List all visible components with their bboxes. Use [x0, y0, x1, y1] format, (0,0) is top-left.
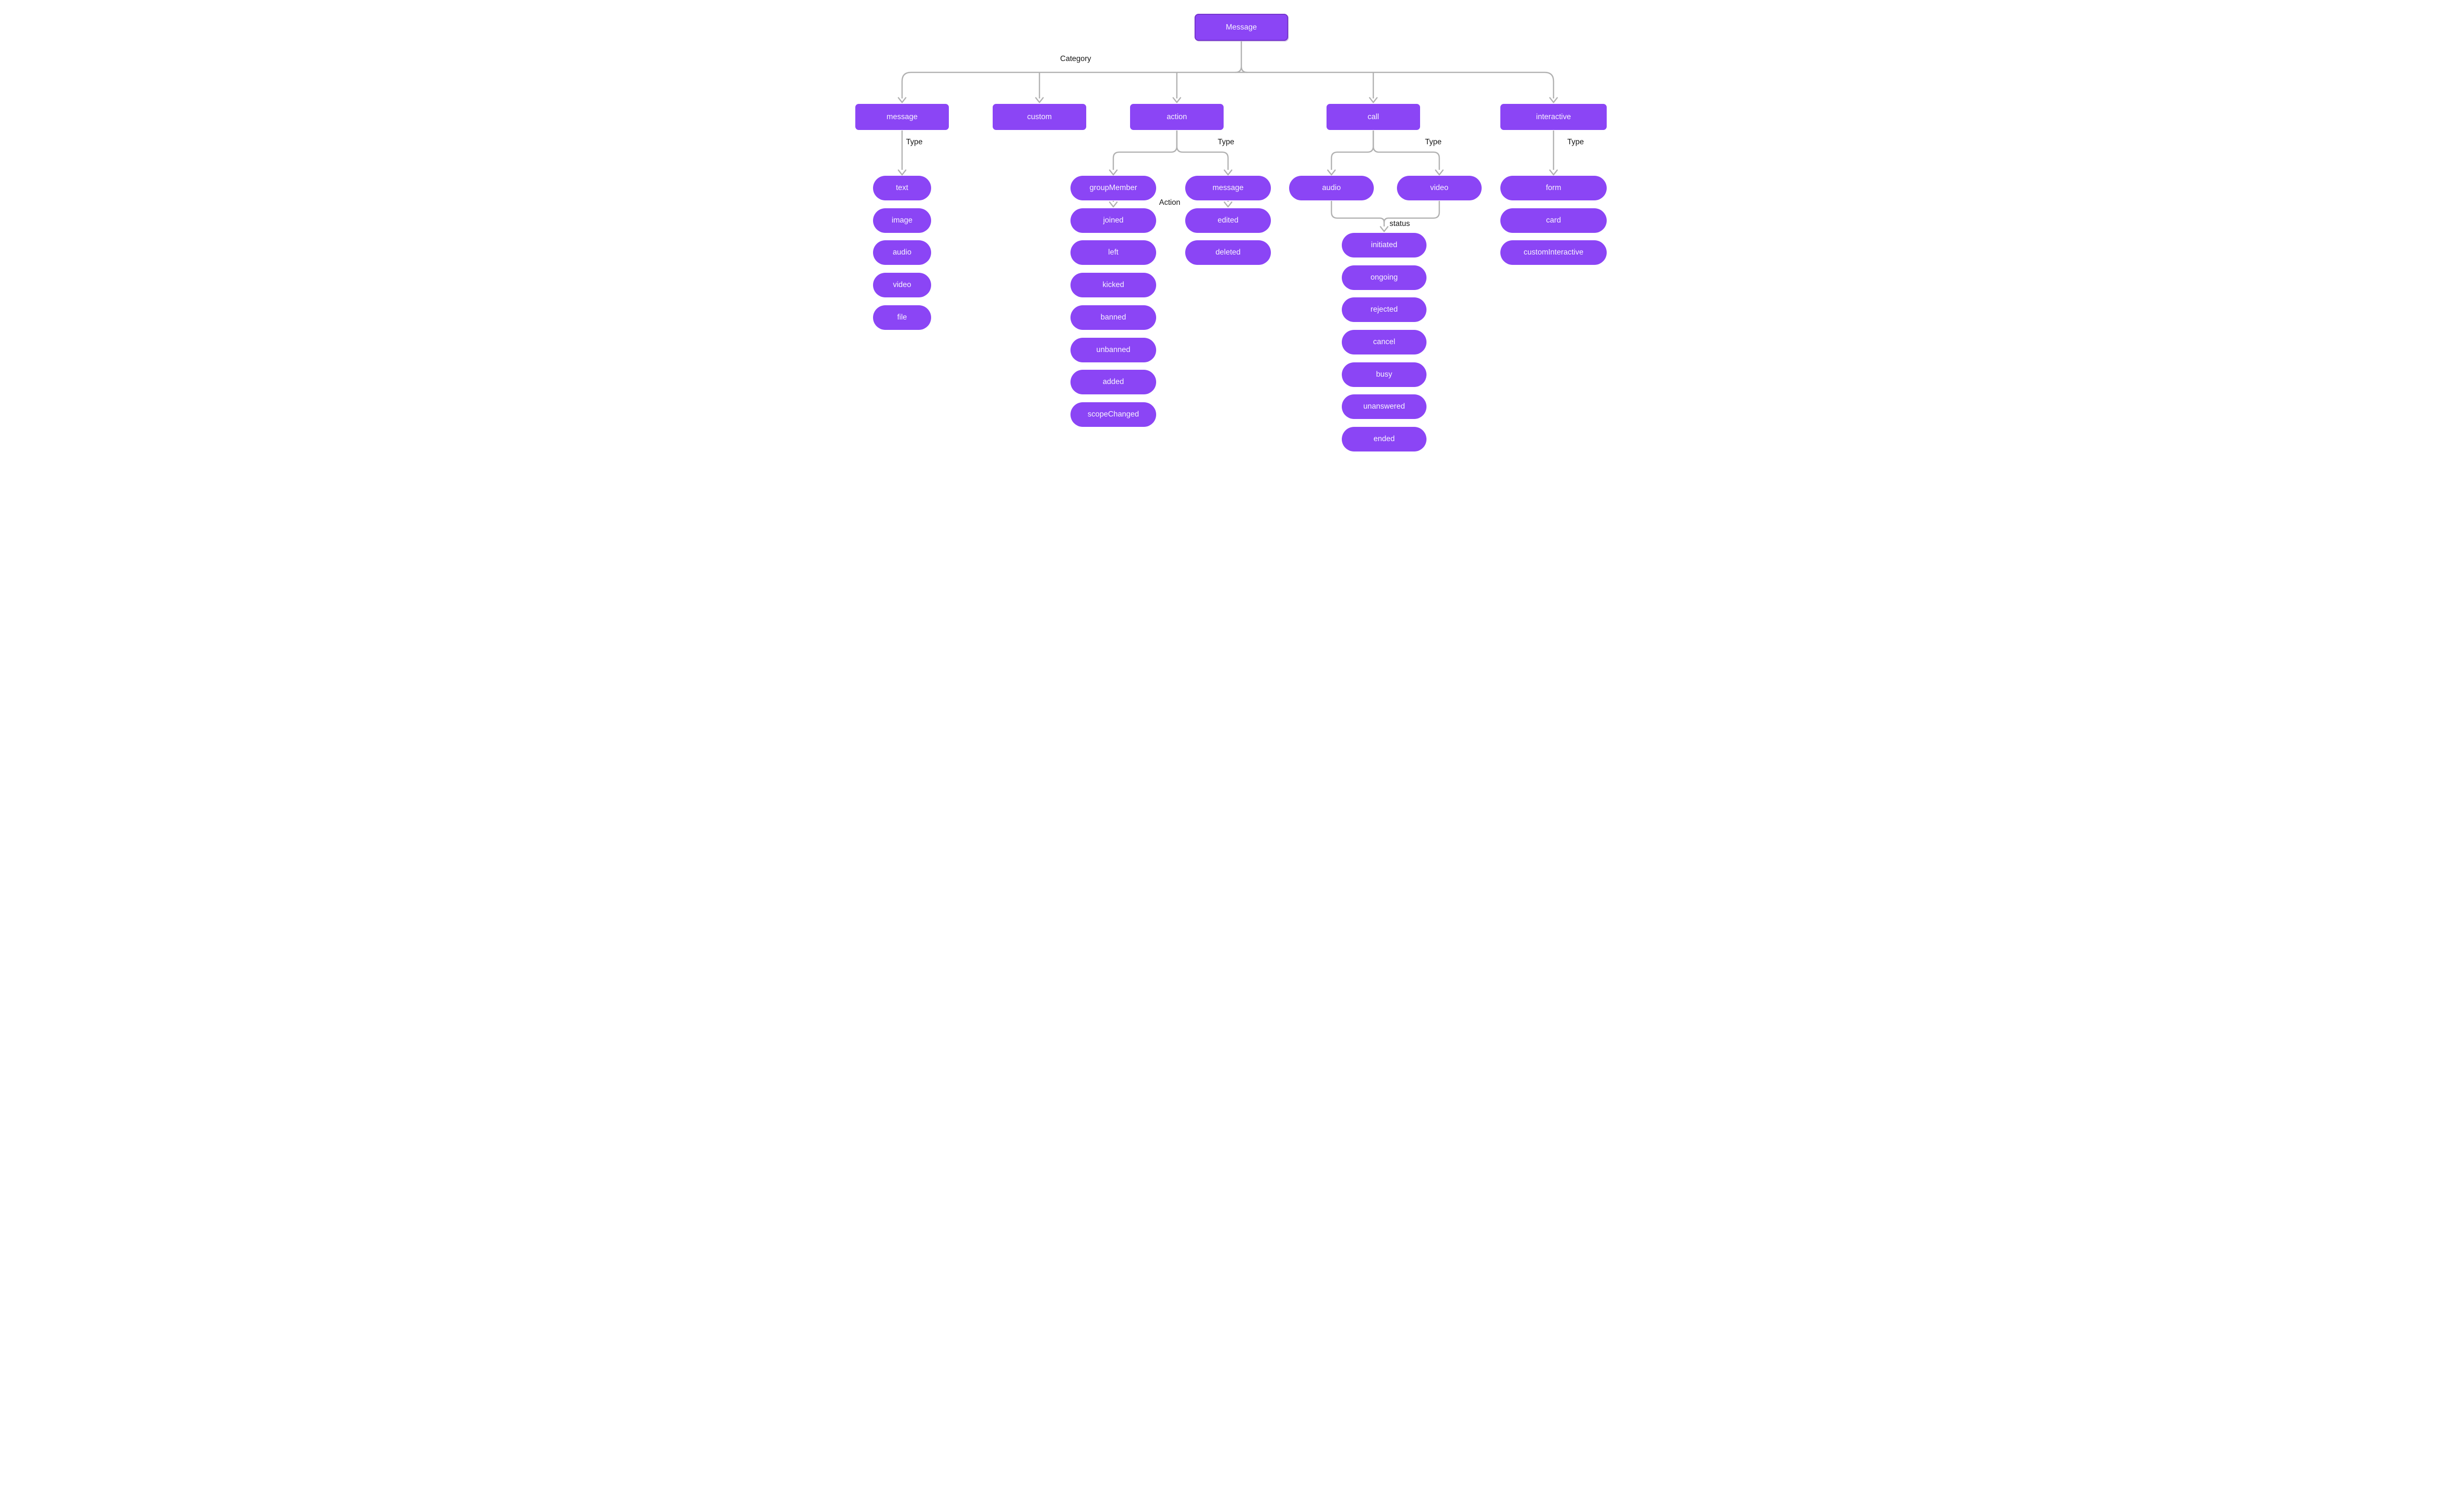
node-action-deleted: deleted — [1185, 240, 1271, 265]
edge-root-split — [898, 41, 1558, 103]
node-interactive-form: form — [1500, 176, 1607, 200]
node-status-ongoing: ongoing — [1342, 265, 1426, 290]
arrowhead-video — [1435, 169, 1444, 176]
arrowhead-custom — [1035, 97, 1044, 103]
edge-label-type-message: Type — [906, 138, 923, 146]
connector-lines — [898, 41, 1558, 232]
node-call-audio: audio — [1289, 176, 1374, 200]
arrowhead-form — [1549, 169, 1558, 176]
arrowhead-call — [1369, 97, 1378, 103]
node-category-call: call — [1327, 104, 1420, 130]
edge-audio-merge — [1330, 201, 1385, 223]
arrowhead-groupmember — [1109, 169, 1118, 176]
edge-label-status: status — [1390, 220, 1410, 228]
node-action-kicked: kicked — [1070, 273, 1156, 297]
edge-call-to-audio — [1330, 130, 1374, 170]
edge-message-type — [898, 130, 907, 176]
edge-label-type-action: Type — [1218, 138, 1234, 146]
node-status-busy: busy — [1342, 362, 1426, 387]
node-action-unbanned: unbanned — [1070, 338, 1156, 362]
arrowhead-text — [898, 169, 907, 176]
node-action-message: message — [1185, 176, 1271, 200]
edge-action-to-message — [1176, 130, 1229, 170]
node-status-rejected: rejected — [1342, 297, 1426, 322]
edge-action-split — [1109, 130, 1232, 208]
edge-call-to-video — [1372, 130, 1440, 170]
edge-call-split — [1327, 130, 1444, 232]
node-action-left: left — [1070, 240, 1156, 265]
node-action-edited: edited — [1185, 208, 1271, 233]
node-status-ended: ended — [1342, 427, 1426, 451]
edge-label-category: Category — [1060, 55, 1091, 63]
arrowhead-edited — [1224, 201, 1232, 208]
node-action-joined: joined — [1070, 208, 1156, 233]
arrowhead-joined — [1109, 201, 1118, 208]
arrowhead-interactive — [1549, 97, 1558, 103]
edge-video-merge — [1383, 201, 1440, 223]
edge-label-type-call: Type — [1425, 138, 1442, 146]
node-message-root: Message — [1195, 14, 1288, 41]
node-type-video: video — [873, 273, 931, 297]
edge-label-action: Action — [1159, 198, 1181, 207]
arrowhead-action-message — [1224, 169, 1232, 176]
node-type-image: image — [873, 208, 931, 233]
node-action-groupmember: groupMember — [1070, 176, 1156, 200]
node-status-initiated: initiated — [1342, 233, 1426, 257]
node-type-text: text — [873, 176, 931, 200]
node-type-audio: audio — [873, 240, 931, 265]
edge-root-stem — [1235, 41, 1248, 73]
node-action-scopechanged: scopeChanged — [1070, 402, 1156, 427]
arrowhead-audio — [1327, 169, 1336, 176]
flowchart-canvas: Category Type Type Type Type Action stat… — [845, 0, 1617, 464]
node-category-custom: custom — [993, 104, 1086, 130]
edge-category-bar — [901, 71, 1555, 82]
node-action-banned: banned — [1070, 305, 1156, 330]
arrowhead-message — [898, 97, 907, 103]
edge-action-to-groupmember — [1112, 130, 1178, 170]
node-category-action: action — [1130, 104, 1224, 130]
node-interactive-card: card — [1500, 208, 1607, 233]
edge-interactive-type — [1549, 130, 1558, 176]
arrowhead-initiated — [1380, 226, 1389, 232]
node-status-cancel: cancel — [1342, 330, 1426, 354]
node-category-message: message — [855, 104, 949, 130]
node-status-unanswered: unanswered — [1342, 394, 1426, 419]
node-category-interactive: interactive — [1500, 104, 1607, 130]
node-interactive-custominteractive: customInteractive — [1500, 240, 1607, 265]
node-action-added: added — [1070, 370, 1156, 394]
edge-label-type-interactive: Type — [1567, 138, 1584, 146]
node-call-video: video — [1397, 176, 1482, 200]
node-type-file: file — [873, 305, 931, 330]
arrowhead-action — [1172, 97, 1181, 103]
